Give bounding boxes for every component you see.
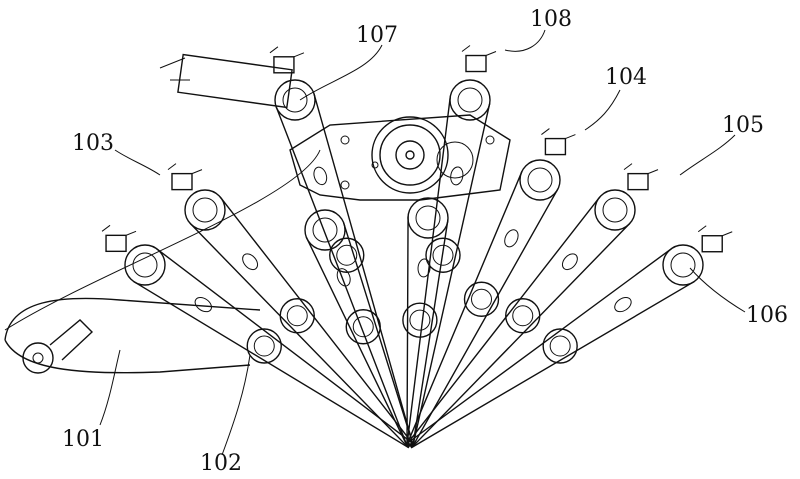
arm-slot: [614, 297, 632, 313]
arm-slot: [242, 253, 259, 271]
arm-slot: [450, 166, 464, 186]
leader-lines: [99, 29, 746, 456]
label-107: 107: [356, 23, 398, 48]
arm-mount: [465, 54, 487, 73]
arm-lower-joint: [345, 309, 381, 345]
arm-mount-detail: [101, 224, 137, 236]
arm-slot: [336, 268, 351, 287]
arm-mount: [105, 234, 127, 253]
label-105: 105: [722, 113, 764, 138]
arm-group: [101, 45, 733, 449]
arm-lower-joint: [463, 281, 500, 317]
label-102: 102: [200, 451, 242, 476]
arm: [406, 45, 497, 447]
label-101: 101: [62, 427, 104, 452]
arm-lower-joint-inner: [409, 309, 431, 331]
arm-joint-inner: [415, 205, 441, 231]
central-plate: [289, 114, 511, 201]
arm-joint: [184, 189, 226, 231]
arm-joint-inner: [670, 252, 696, 278]
arm-joint-inner: [602, 197, 628, 223]
arm-mount: [273, 56, 295, 74]
arm-slot: [561, 253, 578, 271]
arm-joint: [519, 159, 561, 201]
arm-lower-joint: [246, 328, 282, 364]
arm-mount-detail: [623, 163, 659, 175]
arm: [406, 128, 576, 448]
arm-joint-inner: [457, 87, 483, 113]
arm-lower-joint: [542, 328, 578, 364]
arm-lower-joint-inner: [432, 244, 454, 266]
arm-joint-inner: [312, 217, 338, 243]
arm-lower-joint: [329, 237, 365, 273]
arm-mount-detail: [461, 45, 497, 56]
arm: [304, 209, 414, 447]
arm-lower-joint-inner: [512, 305, 534, 327]
arm-joint: [594, 189, 636, 231]
arm-lower-joint: [425, 237, 461, 273]
base-part-101: [4, 149, 321, 374]
arm-mount: [171, 172, 193, 191]
arm-mount-detail: [541, 128, 576, 140]
arm-joint: [449, 79, 491, 121]
arm-mount: [544, 137, 567, 156]
arm-slot: [417, 258, 431, 278]
arm-mount-detail: [697, 225, 733, 237]
arm-joint: [304, 209, 346, 251]
arm-joint: [407, 197, 449, 239]
arm: [407, 225, 733, 449]
arm: [269, 46, 414, 447]
arm-outline: [406, 216, 449, 446]
arm-slot: [313, 166, 328, 186]
arm-lower-joint-inner: [286, 305, 308, 327]
arm-outline: [407, 247, 695, 449]
arm-lower-joint-inner: [471, 288, 492, 310]
arm-slot: [194, 297, 212, 313]
arm-joint: [662, 244, 704, 286]
top-left-bracket: [159, 53, 293, 109]
arm-mount-detail: [167, 163, 203, 175]
arm-joint-inner: [527, 167, 553, 193]
arm-lower-joint-inner: [352, 316, 374, 338]
arm: [406, 163, 659, 448]
arm-lower-joint-inner: [336, 244, 358, 266]
arm-mount: [627, 172, 649, 191]
arm-joint: [124, 244, 166, 286]
label-103: 103: [72, 131, 114, 156]
arm-lower-joint: [279, 298, 315, 334]
arm-joint: [274, 79, 316, 121]
label-106: 106: [746, 303, 788, 328]
arm-lower-joint: [505, 298, 541, 334]
label-104: 104: [605, 65, 647, 90]
arm-joint-inner: [282, 87, 308, 113]
arm-joint-inner: [132, 252, 158, 278]
arm-mount: [701, 235, 723, 253]
arm-lower-joint-inner: [253, 335, 275, 357]
arm-lower-joint-inner: [549, 335, 571, 357]
arm: [167, 163, 414, 448]
arm-mount-detail: [269, 46, 305, 58]
arm-joint-inner: [192, 197, 218, 223]
arm-slot: [504, 229, 519, 248]
label-108: 108: [530, 7, 572, 32]
